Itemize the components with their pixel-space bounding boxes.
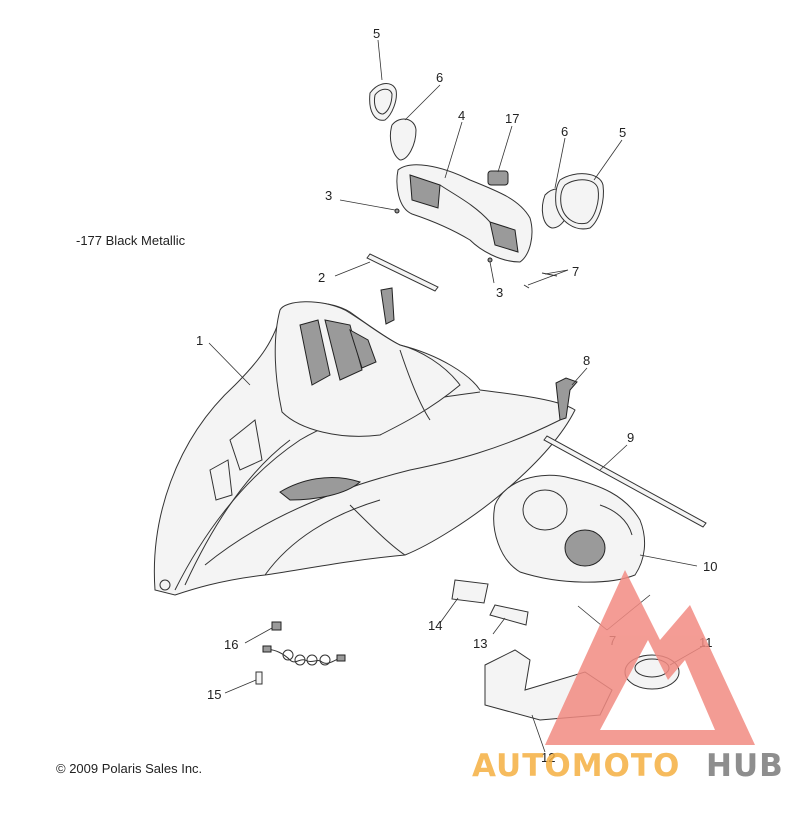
callout-16: 16 [224,637,238,652]
wire-harness-part [262,645,346,666]
callout-8: 8 [583,353,590,368]
pin-part-2 [523,284,530,289]
triangle-logo-icon [545,570,755,745]
bezel-ring-left-inner [374,88,393,115]
callout-7a: 7 [572,264,579,279]
callout-6b: 6 [561,124,568,139]
clip-part [255,671,263,685]
callout-12: 12 [541,750,555,765]
decal-small-part [489,604,529,626]
dash-liner-part [493,474,646,583]
callout-6a: 6 [436,70,443,85]
callout-3b: 3 [496,285,503,300]
callout-13: 13 [473,636,487,651]
screw-left-part [394,208,400,214]
automotohub-watermark: AUTOMOTO HUB [472,570,784,784]
callout-10: 10 [703,559,717,574]
bracket-part [380,287,395,325]
callout-5a: 5 [373,26,380,41]
callout-1: 1 [196,333,203,348]
edge-trim-part [543,435,707,528]
copyright-note: © 2009 Polaris Sales Inc. [56,761,202,776]
decal-large-part [451,579,489,604]
brand-text-part1: AUTOMOTO [472,748,680,784]
pin-part [541,272,558,277]
callout-3a: 3 [325,188,332,203]
callout-5b: 5 [619,125,626,140]
headlight-housing-part [396,164,533,263]
trim-strip-part [366,253,439,292]
bezel-ring-right-inner [560,179,599,225]
connector-part [271,621,282,631]
mount-bracket-part [555,377,578,421]
callout-14: 14 [428,618,442,633]
callout-9: 9 [627,430,634,445]
lens-left-part [389,118,417,161]
color-note: -177 Black Metallic [76,233,186,248]
screw-right-part [487,257,493,263]
hood-part [153,301,576,596]
callout-17: 17 [505,111,519,126]
brand-text-part2: HUB [706,748,784,784]
bezel-ring-right-part [555,173,604,230]
callout-4: 4 [458,108,465,123]
callout-15: 15 [207,687,221,702]
callout-2: 2 [318,270,325,285]
bulb-part [487,170,509,186]
callout-labels: 5 6 4 17 6 5 3 2 7 3 1 8 9 10 7 11 13 14… [196,26,717,765]
